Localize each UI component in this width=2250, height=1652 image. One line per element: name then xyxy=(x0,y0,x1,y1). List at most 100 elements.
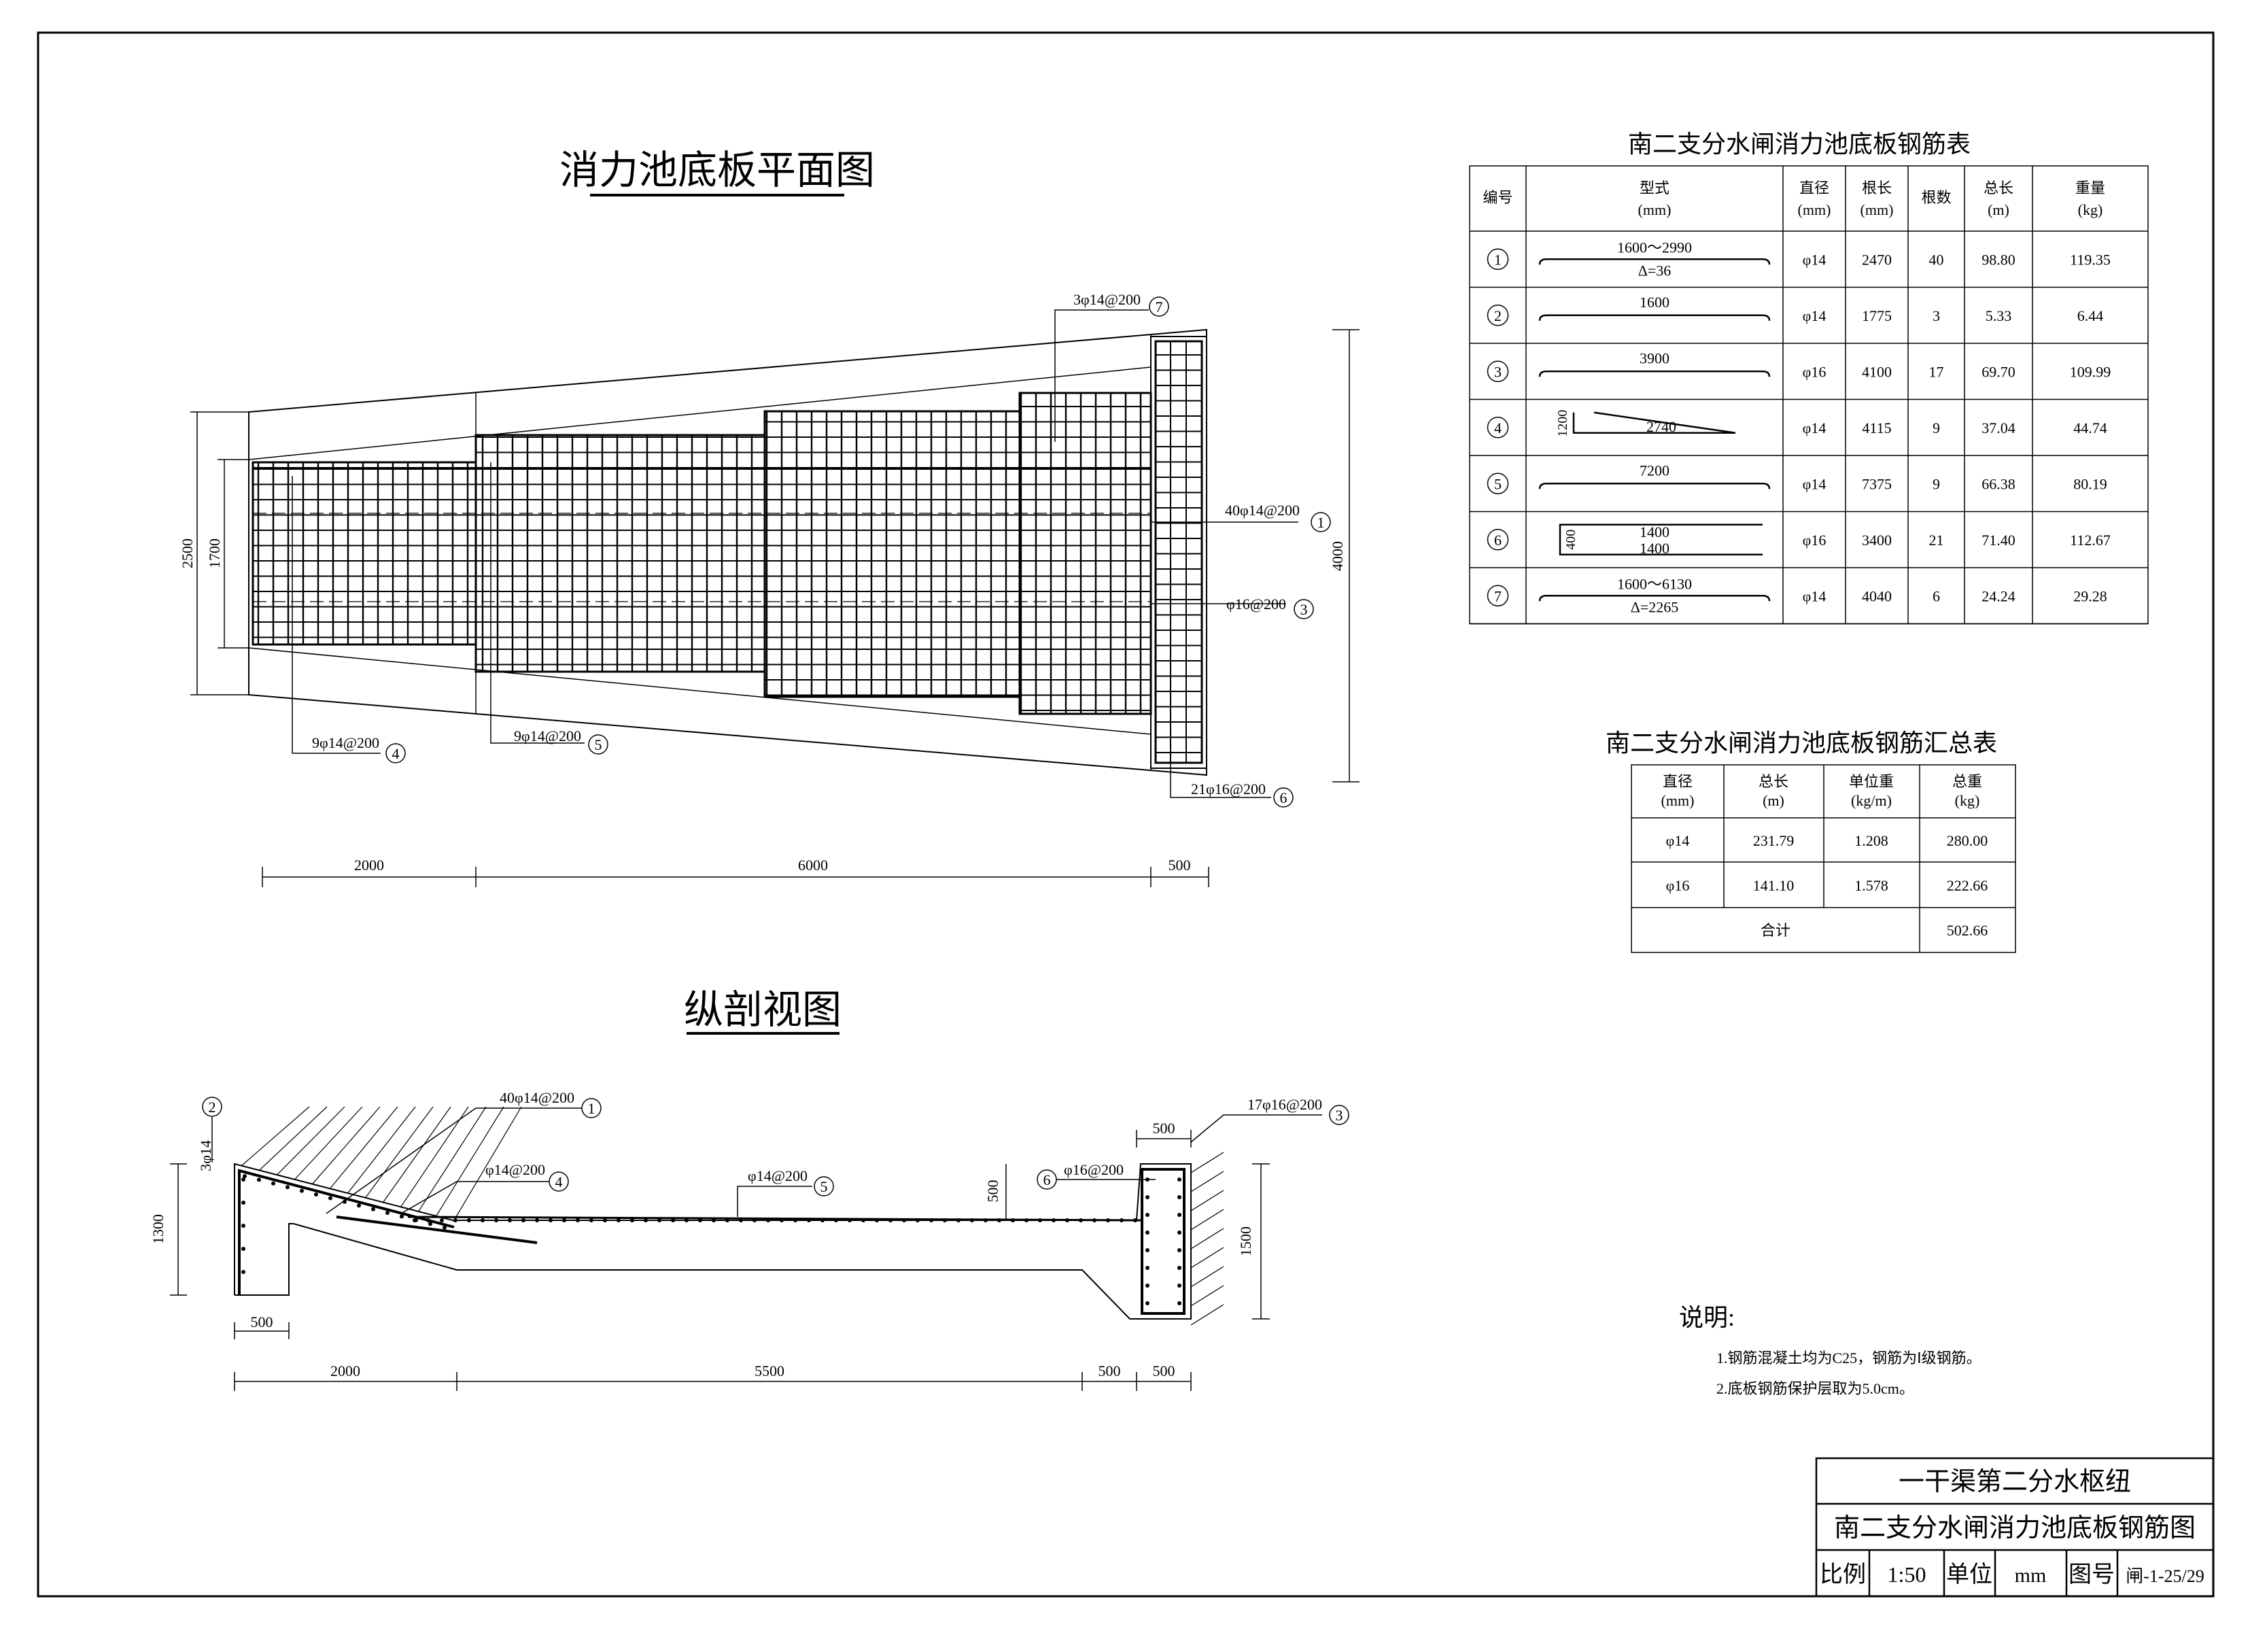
rebar-table: 南二支分水闸消力池底板钢筋表 编号型式(mm)直径(mm)根长(mm)根数总长(… xyxy=(1469,131,2149,625)
plan-end-wall-rebar xyxy=(1150,336,1207,769)
section-rebars xyxy=(238,1168,1185,1315)
rebar-header-4: 根数 xyxy=(1921,189,1951,206)
plan-inner-top xyxy=(248,366,1152,460)
plan-outline xyxy=(248,328,1207,776)
plan-rebar-mesh xyxy=(252,392,1152,715)
notes: 说明: 1.钢筋混凝土均为C25，钢筋为Ⅰ级钢筋。 2.底板钢筋保护层取为5.0… xyxy=(1679,1304,1981,1397)
section-callout-6-num: 6 xyxy=(1043,1171,1051,1188)
plan-callout-4-text: 9φ14@200 xyxy=(312,734,379,751)
plan-callout-7: 3φ14@200 7 xyxy=(1073,291,1169,317)
plan-dim-right-height: 4000 xyxy=(1329,541,1346,571)
rebar-weight: 112.67 xyxy=(2070,532,2111,549)
rebar-len: 2470 xyxy=(1862,251,1892,268)
notes-title: 说明: xyxy=(1679,1304,1735,1331)
plan-dim-w3: 500 xyxy=(1169,857,1191,874)
plan-title: 消力池底板平面图 xyxy=(559,148,875,192)
rebar-count: 3 xyxy=(1933,307,1940,324)
summary-r2-unit: 1.578 xyxy=(1854,877,1888,894)
plan-inner-bottom xyxy=(248,647,1152,735)
rebar-weight: 119.35 xyxy=(2070,251,2111,268)
rebar-total: 69.70 xyxy=(1981,363,2015,380)
plan-callout-1-text: 40φ14@200 xyxy=(1225,502,1300,519)
rebar-header-5: 总长 xyxy=(1984,179,2013,196)
rebar-dia: φ14 xyxy=(1803,419,1827,436)
plan-callout-6: 21φ16@200 6 xyxy=(1191,780,1294,808)
rebar-weight: 29.28 xyxy=(2073,587,2107,604)
plan-callout-4: 9φ14@200 4 xyxy=(312,734,406,763)
rebar-count: 40 xyxy=(1929,251,1944,268)
summary-r1-weight: 280.00 xyxy=(1947,832,1988,849)
summary-h1-l2: (mm) xyxy=(1661,792,1695,809)
rebar-dia: φ16 xyxy=(1803,363,1827,380)
rebar-total: 37.04 xyxy=(1981,419,2015,436)
plan-callout-6-text: 21φ16@200 xyxy=(1191,780,1266,797)
rebar-dia: φ14 xyxy=(1803,475,1827,492)
section-callout-2: 2 xyxy=(202,1097,222,1117)
rebar-dia: φ14 xyxy=(1803,587,1827,604)
section-leader-lines xyxy=(211,1107,1322,1217)
notes-line-2: 2.底板钢筋保护层取为5.0cm。 xyxy=(1716,1380,1914,1397)
plan-dim-inner-height: 1700 xyxy=(206,538,223,568)
rebar-shape xyxy=(1538,371,1771,377)
rebar-dia: φ14 xyxy=(1803,251,1827,268)
section-dim-base: 500 xyxy=(251,1313,273,1330)
section-dim-d1: 2000 xyxy=(330,1362,360,1379)
rebar-shape-label-2: 1400 xyxy=(1640,540,1669,557)
plan-callout-6-num: 6 xyxy=(1280,789,1287,806)
title-block-unit: mm xyxy=(2015,1564,2047,1587)
rebar-count: 17 xyxy=(1929,363,1944,380)
plan-callout-5: 9φ14@200 5 xyxy=(514,727,608,755)
title-block-scale-label: 比例 xyxy=(1820,1562,1866,1587)
section-dims xyxy=(170,1130,1270,1391)
summary-table-grid xyxy=(1631,764,2016,953)
section-callout-5-num: 5 xyxy=(820,1178,828,1195)
plan-leader-lines xyxy=(292,309,1298,798)
section-callout-3-text: 17φ16@200 xyxy=(1247,1096,1322,1113)
summary-r1-dia: φ14 xyxy=(1666,832,1690,849)
plan-callout-3-text: φ16@200 xyxy=(1226,596,1286,613)
section-callout-1: 40φ14@200 1 xyxy=(500,1089,602,1118)
section-callout-2-num: 2 xyxy=(209,1099,216,1116)
rebar-no: 6 xyxy=(1494,532,1502,549)
plan-left-dims xyxy=(190,411,249,695)
summary-r1-len: 231.79 xyxy=(1753,832,1795,849)
rebar-shape-label-2: 1200 xyxy=(1555,410,1570,437)
rebar-no: 2 xyxy=(1494,307,1502,324)
rebar-len: 3400 xyxy=(1862,532,1892,549)
section-callout-6: 6 φ16@200 xyxy=(1037,1161,1124,1190)
summary-total-value: 502.66 xyxy=(1947,922,1988,939)
summary-h2-l1: 总长 xyxy=(1759,773,1788,790)
plan-callout-3: φ16@200 3 xyxy=(1226,596,1314,619)
plan-dim-w1: 2000 xyxy=(354,857,384,874)
section-bar-2-label: 3φ14 xyxy=(197,1140,214,1171)
rebar-total: 5.33 xyxy=(1986,307,2012,324)
plan-dim-w2: 6000 xyxy=(798,857,828,874)
rebar-header-unit-5: (m) xyxy=(1988,201,2009,218)
rebar-no: 1 xyxy=(1494,251,1502,268)
plan-callout-1: 40φ14@200 1 xyxy=(1225,502,1331,532)
summary-r2-dia: φ16 xyxy=(1666,877,1690,894)
rebar-count: 6 xyxy=(1933,587,1940,604)
title-block-no: 闸-1-25/29 xyxy=(2126,1566,2204,1586)
plan-callout-5-num: 5 xyxy=(595,736,602,753)
rebar-len: 4100 xyxy=(1862,363,1892,380)
sheet-border xyxy=(37,31,2215,1598)
plan-callout-3-num: 3 xyxy=(1300,601,1308,618)
section-callout-5-text: φ14@200 xyxy=(748,1167,808,1184)
section-callout-4-text: φ14@200 xyxy=(485,1161,545,1178)
rebar-shape-label-2: Δ=36 xyxy=(1638,262,1672,279)
rebar-count: 9 xyxy=(1933,419,1940,436)
rebar-header-6: 重量 xyxy=(2075,179,2105,196)
section-dim-right-height: 1500 xyxy=(1237,1226,1254,1256)
summary-h3-l2: (kg/m) xyxy=(1851,792,1892,809)
section-dim-top: 500 xyxy=(1153,1120,1175,1137)
rebar-len: 4040 xyxy=(1862,587,1892,604)
rebar-shape-label: 1600 xyxy=(1640,294,1669,311)
rebar-weight: 109.99 xyxy=(2070,363,2111,380)
